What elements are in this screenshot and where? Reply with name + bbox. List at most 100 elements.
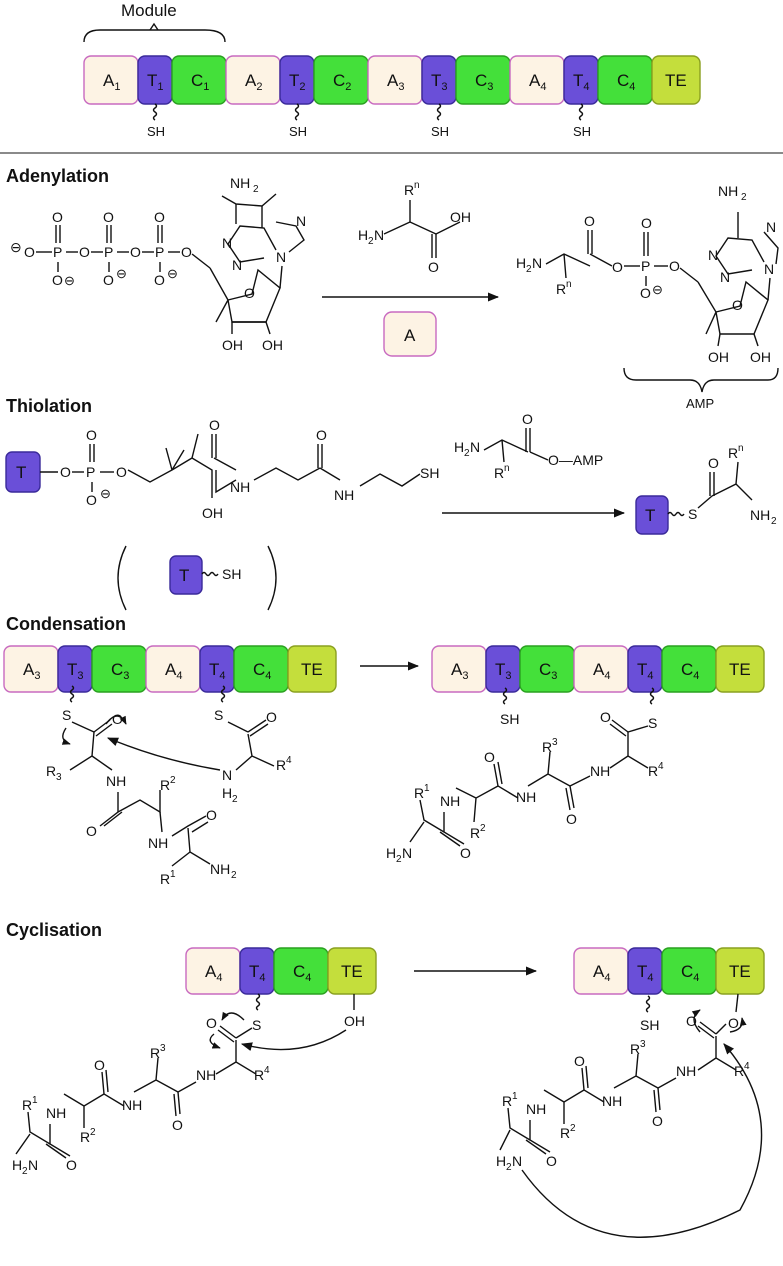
svg-text:2: 2 bbox=[368, 236, 374, 247]
svg-text:R: R bbox=[80, 1129, 90, 1145]
svg-text:H: H bbox=[454, 439, 464, 455]
svg-text:2: 2 bbox=[570, 1123, 576, 1134]
svg-text:H: H bbox=[496, 1153, 506, 1169]
svg-text:O: O bbox=[316, 427, 327, 443]
svg-text:N: N bbox=[512, 1153, 522, 1169]
svg-text:T: T bbox=[16, 463, 26, 482]
svg-text:N: N bbox=[470, 439, 480, 455]
svg-text:R: R bbox=[470, 825, 480, 841]
svg-text:NH: NH bbox=[196, 1067, 216, 1083]
sh-label: SH bbox=[147, 124, 165, 139]
svg-text:N: N bbox=[28, 1157, 38, 1173]
svg-text:S: S bbox=[214, 707, 223, 723]
svg-text:R: R bbox=[22, 1097, 32, 1113]
amp-brace bbox=[623, 367, 779, 393]
cyclisation-left-chemistry: S O R 4 NH O R 3 NH O R 2 NH O R 1 H 2 N… bbox=[12, 993, 365, 1177]
svg-text:4: 4 bbox=[658, 761, 664, 772]
svg-text:R: R bbox=[728, 445, 738, 461]
svg-text:NH: NH bbox=[334, 487, 354, 503]
svg-text:O: O bbox=[181, 244, 192, 260]
svg-text:NH: NH bbox=[590, 763, 610, 779]
svg-text:O: O bbox=[154, 209, 165, 225]
svg-text:S: S bbox=[688, 506, 697, 522]
svg-text:R: R bbox=[734, 1063, 744, 1079]
aminoacyl-t-product: T S O R n NH 2 bbox=[635, 443, 777, 535]
domain-te bbox=[287, 645, 337, 693]
svg-text:4: 4 bbox=[286, 755, 292, 766]
svg-text:NH: NH bbox=[46, 1105, 66, 1121]
svg-text:4: 4 bbox=[264, 1065, 270, 1076]
svg-text:N: N bbox=[296, 213, 306, 229]
svg-text:T: T bbox=[645, 506, 655, 525]
svg-text:O: O bbox=[484, 749, 495, 765]
domain-label: TE bbox=[729, 962, 751, 981]
svg-text:N: N bbox=[766, 219, 776, 235]
svg-text:R: R bbox=[542, 739, 552, 755]
svg-text:O: O bbox=[86, 823, 97, 839]
svg-text:NH: NH bbox=[516, 789, 536, 805]
svg-text:O: O bbox=[428, 259, 439, 275]
svg-text:n: n bbox=[738, 443, 744, 454]
sh-label: SH bbox=[431, 124, 449, 139]
svg-text:NH: NH bbox=[440, 793, 460, 809]
svg-text:R: R bbox=[276, 757, 286, 773]
domain-label: TE bbox=[341, 962, 363, 981]
svg-text:⊖: ⊖ bbox=[100, 486, 111, 501]
svg-text:O: O bbox=[522, 411, 533, 427]
svg-text:⊖: ⊖ bbox=[167, 266, 178, 281]
svg-text:OH: OH bbox=[708, 349, 729, 365]
svg-text:OH: OH bbox=[750, 349, 771, 365]
svg-text:O: O bbox=[60, 464, 71, 480]
svg-text:R: R bbox=[502, 1093, 512, 1109]
svg-text:O: O bbox=[79, 244, 90, 260]
domain-te bbox=[715, 645, 765, 693]
svg-text:O: O bbox=[732, 297, 743, 313]
svg-text:2: 2 bbox=[771, 516, 777, 527]
svg-text:T: T bbox=[179, 566, 189, 585]
svg-text:O: O bbox=[116, 464, 127, 480]
svg-text:O: O bbox=[600, 709, 611, 725]
svg-text:OH: OH bbox=[222, 337, 243, 353]
svg-text:R: R bbox=[150, 1045, 160, 1061]
svg-text:SH: SH bbox=[640, 1017, 659, 1033]
atp-structure: ⊖ O P O O ⊖ O P O O ⊖ O P O O ⊖ O O OH bbox=[10, 175, 306, 353]
svg-text:S: S bbox=[252, 1017, 261, 1033]
svg-text:O: O bbox=[86, 492, 97, 508]
domain-te bbox=[327, 947, 377, 995]
svg-text:O: O bbox=[728, 1015, 739, 1031]
svg-text:NH: NH bbox=[106, 773, 126, 789]
phosphopantetheine-t-domain: T O P O O ⊖ O OH O NH O NH SH T SH bbox=[5, 417, 439, 611]
svg-text:2: 2 bbox=[22, 1166, 28, 1177]
adenylation-enzyme-box: A bbox=[383, 311, 437, 357]
svg-text:O: O bbox=[574, 1053, 585, 1069]
condensation-right-chemistry: SH S O R 4 NH O R 3 NH O R 2 NH O R 1 H … bbox=[386, 687, 664, 865]
svg-text:O: O bbox=[640, 285, 651, 301]
svg-text:S: S bbox=[62, 707, 71, 723]
svg-text:O: O bbox=[94, 1057, 105, 1073]
svg-text:2: 2 bbox=[396, 854, 402, 865]
svg-text:R: R bbox=[494, 465, 504, 481]
svg-text:O—AMP: O—AMP bbox=[548, 452, 603, 468]
svg-text:O: O bbox=[130, 244, 141, 260]
svg-text:O: O bbox=[209, 417, 220, 433]
svg-text:N: N bbox=[764, 261, 774, 277]
svg-text:n: n bbox=[566, 279, 572, 290]
svg-text:NH: NH bbox=[526, 1101, 546, 1117]
svg-text:O: O bbox=[546, 1153, 557, 1169]
svg-text:N: N bbox=[708, 247, 718, 263]
svg-text:O: O bbox=[669, 258, 680, 274]
svg-text:O: O bbox=[154, 272, 165, 288]
svg-text:NH: NH bbox=[602, 1093, 622, 1109]
svg-text:N: N bbox=[222, 767, 232, 783]
domain-te bbox=[651, 55, 701, 105]
svg-text:N: N bbox=[402, 845, 412, 861]
svg-text:H: H bbox=[386, 845, 396, 861]
cyclisation-right-chemistry: SH O O R 4 NH O R 3 NH O R 2 NH O R 1 H … bbox=[496, 993, 763, 1238]
svg-text:P: P bbox=[104, 244, 113, 260]
condensation-left-chemistry: S O R 3 NH O R 2 NH O NH 2 R 1 S O R bbox=[46, 685, 292, 887]
svg-text:NH: NH bbox=[230, 175, 250, 191]
svg-text:4: 4 bbox=[744, 1061, 750, 1072]
